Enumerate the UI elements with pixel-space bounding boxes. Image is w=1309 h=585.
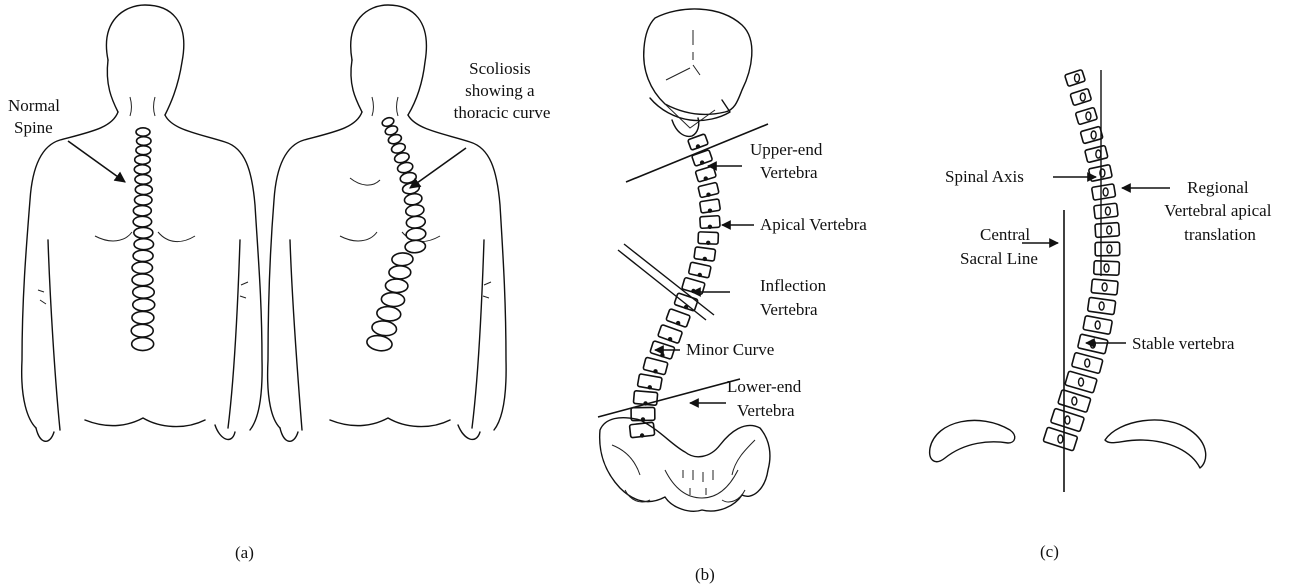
pedicle-mark [1103, 188, 1108, 196]
pedicle-dot [696, 144, 700, 148]
vertebra [133, 286, 155, 298]
caption-a: (a) [235, 543, 254, 562]
pedicle-dot [640, 433, 644, 437]
apical-label: Apical Vertebra [760, 215, 867, 234]
panel-c: Spinal Axis Central Sacral Line Regional… [930, 70, 1276, 561]
pedicle-dot [660, 353, 664, 357]
curved-spine-b [629, 134, 720, 438]
normal-spine-arrow [68, 141, 125, 182]
pedicle-dot [676, 321, 680, 325]
upper-end-label: Upper-end Vertebra [750, 140, 827, 182]
pedicle-dot [698, 273, 702, 277]
scoliosis-label: Scoliosis showing a thoracic curve [454, 59, 551, 122]
vertebra [406, 215, 426, 229]
pedicle-mark [1086, 112, 1091, 120]
vertebra [135, 175, 152, 185]
pedicle-mark [1080, 93, 1085, 101]
pedicle-dot [668, 337, 672, 341]
vertebra [132, 262, 153, 274]
vertebra [135, 185, 152, 195]
inflection-label: Inflection Vertebra [760, 276, 830, 319]
pedicle-dot [704, 176, 708, 180]
pedicle-mark [1065, 416, 1070, 424]
vertebra [137, 137, 152, 146]
panel-a: Normal Spine Scoliosis showing a thoraci… [8, 5, 550, 562]
vertebra [133, 299, 155, 311]
vertebra [392, 253, 414, 266]
central-sacral-label: Central Sacral Line [960, 225, 1038, 268]
vertebra [132, 311, 154, 323]
pedicle-dot [706, 241, 710, 245]
vertebra [389, 266, 411, 279]
panel-b: Upper-end Vertebra Apical Vertebra Infle… [598, 9, 867, 584]
right-iliac-crest [1105, 420, 1206, 468]
pedicle-dot [708, 209, 712, 213]
left-iliac-crest [930, 420, 1015, 461]
pedicle-mark [1072, 397, 1077, 405]
vertebra [406, 227, 427, 241]
normal-spine-label: Normal Spine [8, 96, 64, 137]
pedicle-dot [700, 160, 704, 164]
vertebra [135, 195, 153, 205]
pedicle-mark [1090, 340, 1095, 348]
vertebra [134, 227, 153, 238]
vertebra [404, 192, 423, 206]
vertebra [134, 239, 154, 250]
vertebra [131, 324, 153, 337]
vertebra [133, 206, 151, 216]
pedicle-dot [708, 225, 712, 229]
vertebra [132, 274, 153, 286]
regional-translation-label: Regional Vertebral apical translation [1164, 178, 1275, 244]
vertebra [381, 292, 405, 307]
pedicle-mark [1107, 245, 1112, 253]
stable-vertebra-label: Stable vertebra [1132, 334, 1235, 353]
pedicle-dot [648, 385, 652, 389]
pedicle-mark [1107, 226, 1112, 234]
pedicle-dot [653, 369, 657, 373]
vertebra [405, 240, 426, 254]
vertebra [371, 320, 397, 337]
pedicle-mark [1096, 150, 1101, 158]
pedicle-mark [1095, 321, 1100, 329]
pedicle-mark [1058, 435, 1063, 443]
pedicle-mark [1104, 264, 1109, 272]
vertebra [133, 250, 153, 261]
vertebra [132, 338, 154, 351]
vertebra [136, 128, 150, 136]
pedicle-dot [703, 257, 707, 261]
caption-c: (c) [1040, 542, 1059, 561]
pedicle-mark [1079, 378, 1084, 386]
skull-drawing [644, 9, 752, 136]
vertebra [135, 155, 151, 164]
normal-spine [131, 128, 155, 351]
lower-end-line [598, 379, 740, 417]
curved-spine-c [1043, 70, 1120, 451]
vertebra [385, 279, 408, 293]
pelvis-drawing [600, 418, 770, 512]
minor-curve-label: Minor Curve [686, 340, 774, 359]
pedicle-mark [1102, 283, 1107, 291]
vertebra [133, 216, 152, 227]
vertebra [376, 306, 401, 322]
pedicle-mark [1075, 74, 1080, 82]
pedicle-mark [1105, 207, 1110, 215]
caption-b: (b) [695, 565, 715, 584]
pedicle-dot [706, 192, 710, 196]
scoliosis-arrow [410, 148, 466, 188]
vertebra [136, 146, 151, 155]
vertebra [366, 334, 393, 353]
vertebra [405, 204, 425, 218]
pedicle-mark [1099, 302, 1104, 310]
vertebra [134, 165, 150, 174]
pedicle-mark [1085, 359, 1090, 367]
spinal-axis-label: Spinal Axis [945, 167, 1024, 186]
lower-end-label: Lower-end Vertebra [727, 377, 805, 420]
pedicle-mark [1091, 131, 1096, 139]
